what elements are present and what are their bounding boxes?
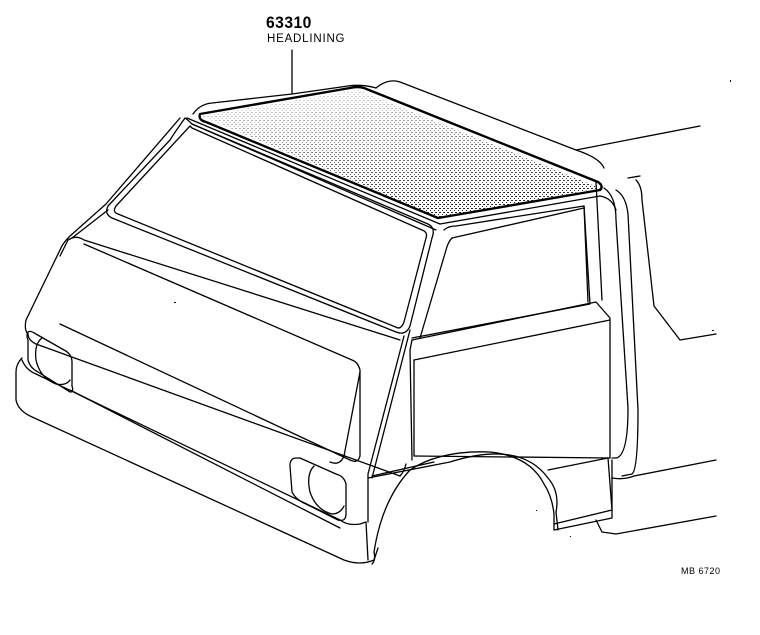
headlining-panel <box>198 85 603 220</box>
door <box>411 181 611 459</box>
left-headlamp <box>26 330 74 393</box>
windshield <box>106 117 434 334</box>
callout-part-name: HEADLINING <box>267 33 346 45</box>
front-bumper <box>15 357 379 564</box>
figure-code: MB 6720 <box>681 566 721 576</box>
wheel-arch <box>367 451 717 565</box>
callout-part-number: 63310 <box>266 13 312 32</box>
right-headlamp <box>289 457 347 522</box>
grille-panel <box>59 243 361 464</box>
